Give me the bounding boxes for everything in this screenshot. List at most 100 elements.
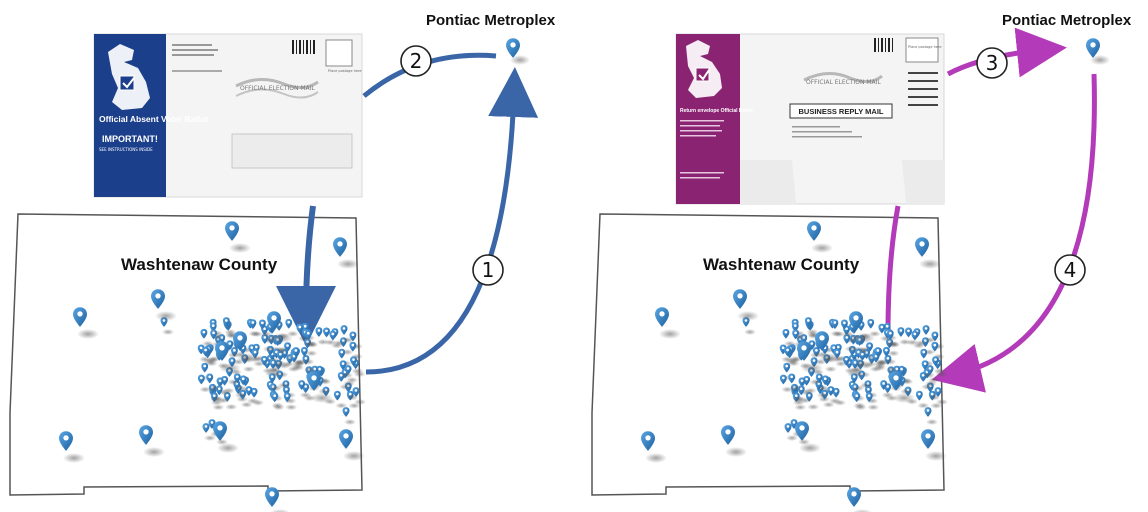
location-pin-icon	[856, 336, 870, 355]
location-pin-icon	[350, 356, 364, 375]
location-pin-icon	[885, 338, 900, 357]
location-pin-icon	[340, 325, 355, 343]
location-pin-icon	[922, 325, 937, 343]
outbound-envelope: Official Absent Voter Ballot IMPORTANT! …	[93, 33, 363, 198]
location-pin-icon	[886, 329, 901, 348]
location-pin-icon	[215, 385, 230, 404]
location-pin-icon	[233, 373, 248, 392]
svg-text:4: 4	[1064, 258, 1077, 282]
envelope-side-title: Return envelope Official Ballot	[680, 108, 753, 114]
location-pin-icon	[258, 319, 273, 338]
location-pin-icon	[865, 392, 880, 411]
location-pin-icon	[921, 429, 947, 461]
location-pin-icon	[851, 359, 865, 378]
election-mail-text: OFFICIAL ELECTION MAIL	[240, 85, 315, 92]
location-pin-icon	[260, 355, 275, 374]
location-pin-icon	[304, 329, 319, 348]
location-pin-icon	[808, 340, 822, 359]
location-pin-icon	[333, 390, 348, 409]
location-pin-icon	[225, 221, 251, 253]
location-pin-icon	[269, 359, 283, 378]
location-pin-icon	[784, 423, 798, 441]
location-pin-icon	[333, 237, 359, 269]
location-pin-icon	[59, 431, 85, 463]
location-pin-icon	[797, 385, 812, 404]
location-pin-icon	[840, 319, 855, 338]
step-marker-3: 3	[976, 47, 1008, 79]
location-pin-icon	[742, 317, 756, 335]
location-pin-icon	[858, 350, 873, 369]
step-marker-4: 4	[1054, 254, 1086, 286]
location-pin-icon	[853, 392, 867, 411]
envelope-side-note: IMPORTANT!	[102, 134, 158, 144]
location-pin-icon	[274, 336, 288, 355]
location-pin-icon	[73, 307, 99, 339]
location-pin-icon	[202, 346, 216, 365]
location-pin-icon	[329, 330, 343, 349]
location-pin-icon	[249, 319, 263, 338]
location-pin-icon	[924, 407, 938, 425]
location-pin-icon	[872, 352, 886, 371]
step-marker-2: 2	[400, 45, 432, 77]
location-pin-icon	[788, 373, 802, 392]
location-pin-icon	[344, 365, 358, 383]
location-pin-icon	[303, 338, 318, 357]
location-pin-icon	[202, 423, 216, 441]
location-pin-icon	[506, 38, 530, 65]
county-pins	[59, 221, 366, 512]
location-pin-icon	[805, 392, 820, 410]
location-pin-icon	[213, 421, 239, 453]
envelope-side-subnote: SEE INSTRUCTIONS INSIDE	[99, 147, 153, 152]
stamp-text: Place postage here	[908, 45, 942, 49]
location-pin-icon	[898, 376, 913, 395]
arrow-county-to-metro	[365, 67, 539, 375]
location-pin-icon	[245, 386, 259, 404]
location-pin-icon	[733, 289, 759, 321]
county-label: Washtenaw County	[703, 255, 860, 274]
location-pin-icon	[215, 341, 241, 373]
location-pin-icon	[223, 392, 238, 410]
location-pin-icon	[804, 317, 819, 336]
arrow-county-to-envelope	[885, 205, 901, 335]
arrow-metro-to-county	[931, 73, 1097, 393]
arrow-down-envelope-to-county	[276, 205, 337, 346]
return-envelope: Return envelope Official Ballot Plac	[675, 33, 945, 205]
location-pin-icon	[797, 341, 823, 373]
barcode-icon	[292, 40, 315, 54]
location-pin-icon	[233, 380, 247, 399]
location-pin-icon	[222, 317, 237, 336]
location-pin-icon	[843, 334, 857, 352]
location-pin-icon	[226, 340, 240, 359]
election-mail-text: OFFICIAL ELECTION MAIL	[806, 79, 881, 86]
return-diagram: Return envelope Official Ballot Plac	[591, 12, 1132, 512]
location-pin-icon	[342, 407, 356, 425]
location-pin-icon	[795, 421, 821, 453]
location-pin-icon	[827, 386, 841, 404]
location-pin-icon	[139, 425, 165, 457]
location-pin-icon	[847, 487, 873, 512]
location-pin-icon	[921, 360, 936, 379]
location-pin-icon	[283, 392, 298, 411]
location-pin-icon	[815, 331, 841, 363]
location-pin-icon	[919, 371, 934, 390]
metro-label: Pontiac Metroplex	[426, 12, 556, 29]
metro-label: Pontiac Metroplex	[1002, 12, 1132, 29]
location-pin-icon	[934, 387, 948, 405]
location-pin-icon	[915, 390, 930, 409]
location-pin-icon	[160, 317, 174, 335]
location-pin-icon	[784, 346, 798, 365]
county-pins	[641, 221, 948, 512]
step-marker-1: 1	[472, 254, 504, 286]
location-pin-icon	[210, 392, 225, 411]
svg-text:2: 2	[410, 49, 423, 73]
location-pin-icon	[926, 365, 940, 383]
county-label: Washtenaw County	[121, 255, 278, 274]
location-pin-icon	[932, 356, 946, 375]
location-pin-icon	[911, 330, 925, 349]
location-pin-icon	[233, 331, 259, 363]
location-pin-icon	[641, 431, 667, 463]
stamp-text: Place postage here	[328, 69, 362, 73]
svg-text:1: 1	[482, 258, 495, 282]
location-pin-icon	[1086, 38, 1110, 65]
